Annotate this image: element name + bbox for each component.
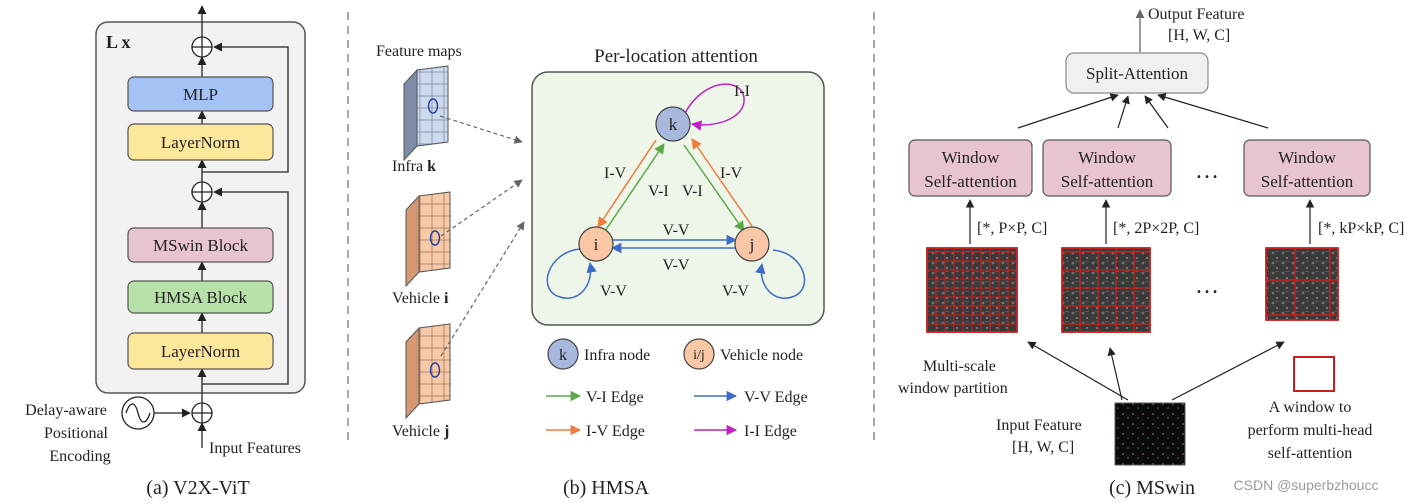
svg-text:j: j (749, 235, 755, 254)
svg-text:V-I Edge: V-I Edge (586, 389, 644, 406)
node-j: j (734, 226, 770, 262)
sine-wave-icon (121, 396, 155, 430)
window-note-2: perform multi-head (1248, 422, 1373, 439)
multiscale-label-1: Multi-scale (923, 358, 996, 375)
svg-text:Infra node: Infra node (584, 347, 650, 364)
attention-panel (531, 71, 825, 326)
legend-infra-node: k Infra node (547, 338, 650, 370)
edge-label-ii: I-I (734, 83, 750, 100)
svg-text:HMSA Block: HMSA Block (154, 288, 248, 307)
window-grid-medium (1061, 247, 1151, 333)
edge-label-ij-bottom: V-V (663, 257, 690, 274)
window-grid-large (1265, 247, 1339, 321)
edge-label-ij-top: V-V (663, 222, 690, 239)
add-node-top (191, 36, 213, 58)
panel-c: Output Feature [H, W, C] Split-Attention… (898, 6, 1404, 499)
input-feature-map (1114, 402, 1186, 466)
svg-text:Window: Window (1278, 148, 1337, 167)
delay-label-line-3: Encoding (49, 448, 110, 465)
svg-text:i: i (594, 235, 599, 254)
layernorm-top-block: LayerNorm (127, 123, 274, 161)
svg-text:LayerNorm: LayerNorm (161, 133, 240, 152)
ellipsis-top: … (1195, 158, 1219, 184)
edge-label-self-j: V-V (722, 283, 749, 300)
svg-text:I-V Edge: I-V Edge (586, 423, 645, 440)
svg-text:Window: Window (942, 148, 1001, 167)
svg-text:V-V Edge: V-V Edge (744, 389, 808, 406)
delay-label-line-1: Delay-aware (25, 402, 107, 419)
caption-a: (a) V2X-ViT (146, 477, 249, 499)
svg-text:MSwin Block: MSwin Block (153, 236, 248, 255)
svg-text:I-I Edge: I-I Edge (744, 423, 797, 440)
legend-ii-edge: I-I Edge (694, 423, 797, 440)
dim-label-2: [*, 2P×2P, C] (1113, 220, 1199, 237)
window-note-3: self-attention (1268, 445, 1352, 462)
mlp-block: MLP (127, 76, 274, 112)
legend-vehicle-node: i/j Vehicle node (683, 338, 803, 370)
edge-label-self-i: V-V (600, 283, 627, 300)
window-attention-block-2: Window Self-attention (1042, 139, 1172, 197)
multiscale-label-2: window partition (898, 380, 1008, 397)
svg-text:k: k (559, 347, 567, 364)
legend-vv-edge: V-V Edge (694, 389, 808, 406)
panel-a: L x MLP (25, 5, 306, 499)
vehicle-i-label: Vehicle i (392, 290, 449, 307)
svg-text:MLP: MLP (183, 85, 218, 104)
infra-k-label: Infra k (392, 158, 436, 175)
node-k: k (655, 106, 691, 142)
legend-iv-edge: I-V Edge (546, 423, 645, 440)
dim-label-1: [*, P×P, C] (977, 220, 1047, 237)
hmsa-block: HMSA Block (127, 280, 274, 314)
vehicle-j-label: Vehicle j (392, 423, 449, 440)
legend-vi-edge: V-I Edge (546, 389, 644, 406)
mswin-block: MSwin Block (127, 227, 274, 263)
svg-text:Self-attention: Self-attention (1061, 172, 1154, 191)
output-dim-label: [H, W, C] (1168, 27, 1230, 44)
repeat-label: L x (106, 32, 131, 52)
split-attention-block: Split-Attention (1065, 52, 1209, 94)
output-feature-label: Output Feature (1148, 6, 1244, 23)
svg-text:Vehicle node: Vehicle node (720, 347, 803, 364)
attention-title: Per-location attention (594, 46, 758, 67)
window-legend-icon (1293, 356, 1335, 392)
infra-feature-map (403, 65, 449, 162)
add-node-middle (191, 181, 213, 203)
window-note-1: A window to (1269, 399, 1352, 416)
svg-text:i/j: i/j (693, 348, 705, 363)
add-node-bottom (191, 402, 213, 424)
vehicle-j-feature-map (405, 323, 451, 420)
panel-b: Feature maps Infra k Vehicle i Vehicle j… (376, 43, 825, 499)
dim-label-3: [*, kP×kP, C] (1318, 220, 1404, 237)
caption-b: (b) HMSA (563, 477, 650, 499)
input-feature-label: Input Feature (996, 417, 1082, 434)
window-grid-small (926, 247, 1018, 333)
svg-text:Self-attention: Self-attention (924, 172, 1017, 191)
svg-text:Self-attention: Self-attention (1261, 172, 1354, 191)
svg-text:Window: Window (1078, 148, 1137, 167)
input-dim-label: [H, W, C] (1012, 439, 1074, 456)
window-attention-block-1: Window Self-attention (908, 139, 1033, 197)
layernorm-bottom-block: LayerNorm (127, 332, 274, 370)
edge-label-k-i-outer: I-V (604, 165, 627, 182)
ellipsis-bottom: … (1195, 273, 1219, 299)
svg-text:Split-Attention: Split-Attention (1086, 64, 1189, 83)
edge-label-k-j-inner: V-I (682, 183, 703, 200)
svg-text:k: k (669, 115, 678, 134)
input-features-label: Input Features (209, 440, 301, 457)
watermark: CSDN @superbzhoucc (1234, 477, 1379, 493)
vehicle-i-feature-map (405, 191, 451, 288)
node-i: i (578, 226, 614, 262)
feature-maps-label: Feature maps (376, 43, 462, 60)
window-attention-block-3: Window Self-attention (1243, 139, 1371, 197)
edge-label-k-i-inner: V-I (648, 183, 669, 200)
edge-label-k-j-outer: I-V (720, 165, 743, 182)
delay-label-line-2: Positional (44, 425, 109, 442)
caption-c: (c) MSwin (1109, 477, 1195, 499)
svg-text:LayerNorm: LayerNorm (161, 342, 240, 361)
